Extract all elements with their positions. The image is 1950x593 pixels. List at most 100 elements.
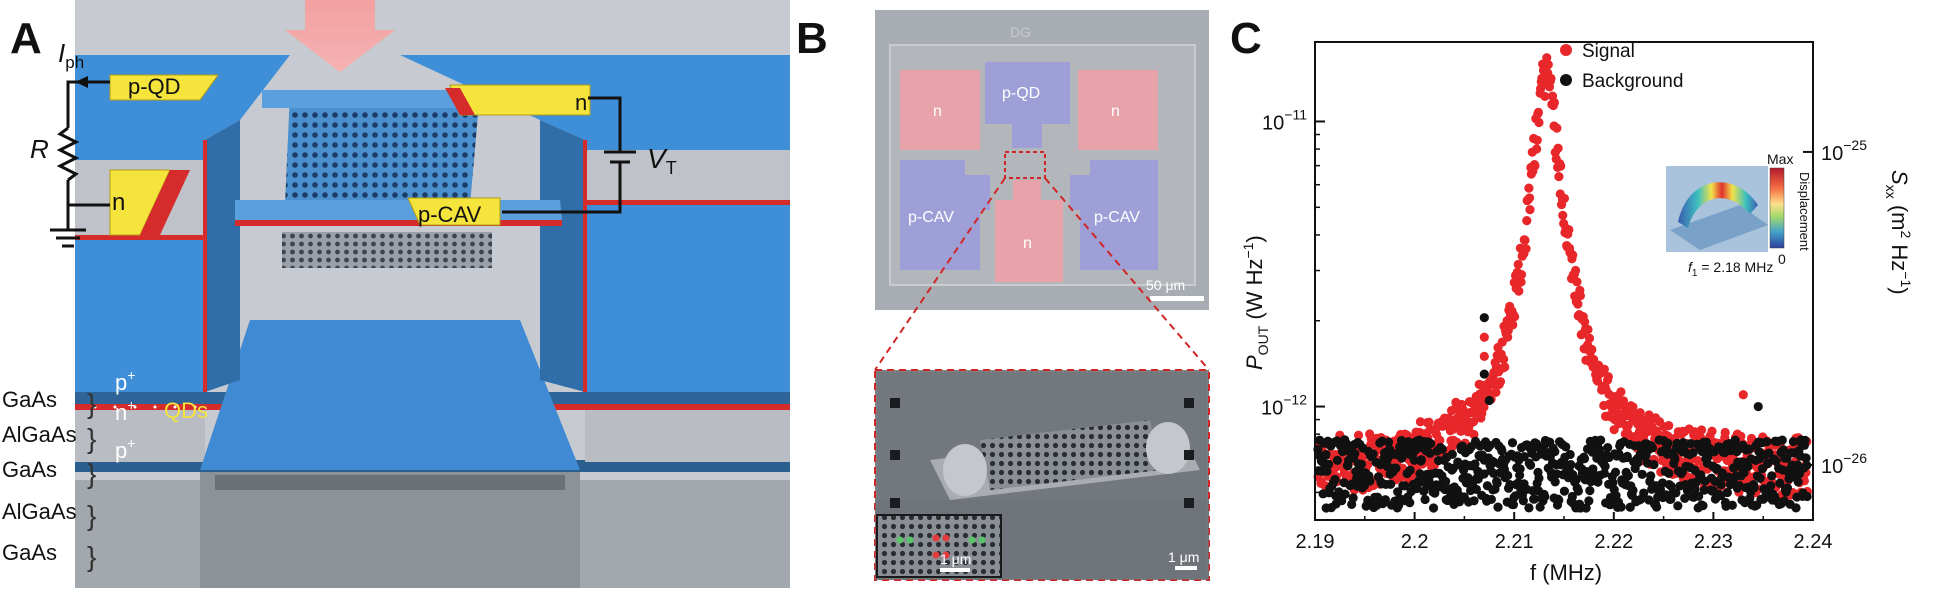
suspended-membrane-shadow [282,232,492,268]
signal-point [1564,225,1574,235]
signal-point [1533,107,1544,117]
svg-text:}: } [87,388,96,419]
background-point [1348,493,1358,503]
signal-point [1534,117,1544,128]
label-qds: QDs [164,398,208,423]
background-point [1519,452,1529,462]
signal-point [1415,417,1426,427]
pad-pcav-left [900,160,990,270]
layer-algaas-right [585,402,790,462]
signal-point [1444,413,1454,423]
legend-signal-marker [1560,44,1572,56]
background-point [1321,450,1331,460]
signal-point [1543,59,1553,70]
background-point [1405,498,1415,508]
pad-n-bottom-stem [1013,180,1041,202]
background-point [1340,489,1350,499]
background-point [1802,491,1812,502]
background-point [1775,478,1785,488]
background-point [1628,485,1638,495]
pad-label-4: n [1023,235,1032,252]
signal-point [1479,351,1489,361]
panel-a: A [0,0,790,588]
background-point [1633,458,1643,468]
pad-n-right-edge [445,88,475,115]
right-cutout-edge [585,200,790,205]
label-iph: Iph [58,38,84,72]
background-point [1507,438,1518,448]
pad-pcav [407,197,501,226]
background-point [1599,468,1609,478]
signal-point [1664,420,1674,431]
background-point [1782,483,1793,493]
svg-text:}: } [87,423,96,454]
background-point [1680,493,1690,503]
background-point [1762,437,1772,447]
signal-point [1532,135,1542,145]
x-tick-label: 2.2 [1401,531,1429,553]
background-point [1793,477,1803,487]
layer-label-4: GaAs [2,540,57,565]
signal-point [1553,143,1563,153]
svg-text:}: } [87,458,96,489]
background-point [1581,503,1591,513]
signal-point [1580,317,1590,327]
background-point [1743,461,1753,472]
background-point [1753,401,1763,412]
pad-label-1: p-QD [1002,85,1040,102]
y-tick-label: 10−11 [1262,106,1307,134]
background-point [1777,435,1787,445]
signal-point [1693,456,1703,466]
background-point [1550,446,1560,457]
background-point [1540,492,1550,502]
signal-point [1616,387,1626,397]
background-point [1469,496,1479,506]
anchor-holes [890,398,1194,508]
scalebar-inset [940,568,970,572]
signal-point [1522,216,1532,226]
background-point [1525,460,1536,470]
background-point [1691,477,1702,487]
background-point [1479,313,1489,323]
signal-point [1738,390,1748,400]
zoom-line-left [874,177,1006,371]
qd-dots [93,405,197,409]
pad-label-3: p-CAV [908,209,954,226]
signal-point [1516,270,1527,280]
background-point [1567,491,1577,502]
background-point [1384,437,1394,447]
beam-pad-left [943,444,987,496]
background-point [1616,502,1626,512]
sem-images: DG n p-QD n p-CAV n p-CAV 50 μm [874,10,1210,581]
background-point [1722,487,1732,498]
signal-point [1554,171,1564,182]
label-p-bottom: p+ [115,435,135,463]
background-point [1649,460,1659,470]
background-point [1670,454,1680,464]
inset-colorbar-label: Displacement [1797,172,1812,251]
background-point [1486,494,1496,505]
trench-floor [200,320,580,470]
background-point [1550,477,1560,487]
legend-signal-label: Signal [1582,41,1635,62]
background-point [1788,436,1799,447]
background-point [1698,501,1708,511]
background-point [1584,496,1594,506]
signal-point [1583,324,1593,335]
background-point [1479,369,1489,379]
layer-label-2: GaAs [2,457,57,482]
background-point [1425,448,1435,459]
layer-label-3: AlGaAs [2,499,77,524]
signal-point [1568,250,1578,260]
background-point [1447,449,1457,459]
background-point [1663,438,1673,448]
chip-marking: DG [1010,24,1031,40]
background-point [1573,486,1583,496]
pad-pqd-stem [1012,122,1042,148]
label-p-top: p+ [115,367,135,395]
inset-caption: f1 = 2.18 MHz [1688,259,1773,279]
label-n-left: n [112,189,125,216]
pad-pcav-right [1070,160,1158,270]
background-point [1727,500,1737,510]
